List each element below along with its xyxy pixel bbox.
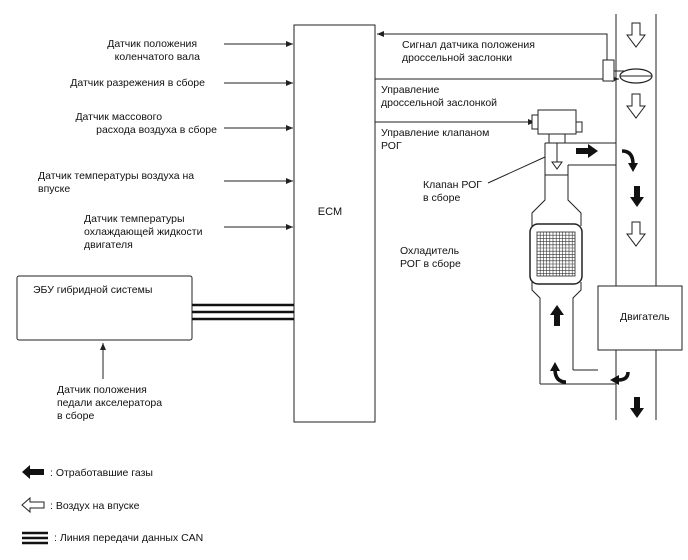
egr-valve-label: Клапан РОГ в сборе — [423, 179, 485, 204]
ecm-label: ECM — [318, 206, 342, 218]
egr-valve-control-label: Управление клапаном РОГ — [381, 127, 492, 152]
egr-pipe — [531, 142, 616, 385]
throttle-control-label: Управление дроссельной заслонкой — [381, 84, 497, 109]
legend-can: : Линия передачи данных CAN — [22, 531, 203, 545]
pedal-sensor-input: Датчик положения педали акселератора в с… — [57, 343, 165, 422]
intake-air-arrow-icon — [626, 93, 646, 119]
vacuum-sensor-label: Датчик разрежения в сборе — [70, 77, 205, 89]
legend-intake-label: : Воздух на впуске — [50, 500, 140, 512]
crank-sensor-input: Датчик положения коленчатого вала — [107, 38, 293, 63]
hybrid-ecu-label: ЭБУ гибридной системы — [33, 284, 152, 296]
intake-air-arrow-icon — [626, 22, 646, 48]
throttle-control-signal: Управление дроссельной заслонкой — [375, 76, 619, 109]
exhaust-arrow-icon — [576, 144, 598, 158]
legend-intake: : Воздух на впуске — [21, 496, 140, 514]
legend-can-label: : Линия передачи данных CAN — [54, 532, 203, 544]
engine-label: Двигатель — [620, 311, 670, 323]
intake-air-arrow-icon — [626, 221, 646, 247]
ect-sensor-label: Датчик температуры охлаждающей жидкости … — [84, 213, 205, 251]
throttle-position-signal: Сигнал датчика положения дроссельной зас… — [377, 31, 608, 64]
egr-valve — [531, 109, 583, 170]
legend: : Отработавшие газы : Воздух на впуске :… — [21, 465, 203, 545]
legend-exhaust-label: : Отработавшие газы — [50, 467, 153, 479]
iat-sensor-input: Датчик температуры воздуха на впуске — [38, 170, 293, 195]
exhaust-arrow-icon — [630, 186, 644, 207]
hybrid-ecu-box — [16, 275, 193, 341]
can-data-line — [192, 303, 294, 321]
egr-valve-control-signal: Управление клапаном РОГ — [375, 119, 535, 152]
exhaust-curve-arrow-icon — [550, 362, 567, 384]
throttle-position-label: Сигнал датчика положения дроссельной зас… — [402, 39, 538, 64]
throttle-valve-icon — [619, 68, 653, 84]
exhaust-arrow-icon — [630, 397, 644, 418]
exhaust-arrow-icon — [550, 305, 564, 326]
egr-cooler — [529, 223, 583, 285]
egr-valve-actuator — [537, 109, 577, 135]
crank-sensor-label: Датчик положения коленчатого вала — [107, 38, 200, 63]
exhaust-curve-arrow-icon — [621, 149, 638, 172]
engine-box — [597, 285, 683, 351]
exhaust-legend-icon — [22, 465, 44, 479]
ect-sensor-input: Датчик температуры охлаждающей жидкости … — [84, 213, 293, 251]
iat-sensor-label: Датчик температуры воздуха на впуске — [38, 170, 197, 195]
throttle-sensor-body — [602, 59, 615, 82]
legend-exhaust: : Отработавшие газы — [22, 465, 153, 479]
ecm-box — [293, 24, 376, 423]
maf-sensor-input: Датчик массового расхода воздуха в сборе — [75, 111, 293, 136]
intake-legend-icon — [21, 496, 45, 514]
egr-cooler-label: Охладитель РОГ в сборе — [400, 245, 462, 270]
can-legend-icon — [22, 531, 48, 545]
intake-duct — [615, 14, 657, 420]
vacuum-sensor-input: Датчик разрежения в сборе — [70, 77, 293, 89]
exhaust-curve-arrow-icon — [610, 371, 630, 385]
maf-sensor-label: Датчик массового расхода воздуха в сборе — [75, 111, 217, 136]
pedal-sensor-label: Датчик положения педали акселератора в с… — [57, 384, 165, 422]
